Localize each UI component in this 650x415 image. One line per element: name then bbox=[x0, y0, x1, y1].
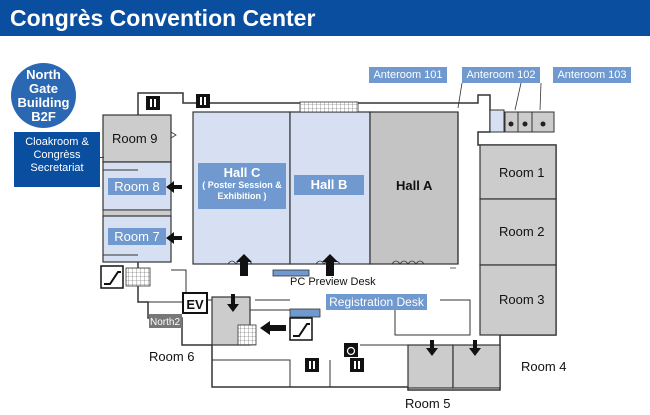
hall-a-label: Hall A bbox=[396, 178, 433, 193]
building-badge: North Gate Building B2F bbox=[11, 63, 76, 128]
room-4-label: Room 4 bbox=[521, 359, 567, 374]
building-line-2: Building bbox=[17, 95, 70, 110]
registration-desk-label: Registration Desk bbox=[326, 294, 427, 310]
cloakroom-label: Cloakroom & Congrèss Secretariat bbox=[14, 132, 100, 187]
arrow-icon bbox=[166, 181, 481, 356]
room-1-label: Room 1 bbox=[499, 165, 545, 180]
north2-label: North2 bbox=[150, 317, 180, 328]
pc-preview-desk-shape bbox=[272, 269, 310, 277]
restroom-icon bbox=[350, 358, 364, 372]
anteroom-101-label: Anteroom 101 bbox=[369, 67, 447, 83]
hall-a[interactable] bbox=[369, 111, 459, 265]
north2-box bbox=[149, 314, 182, 328]
header-bar: Congrès Convention Center bbox=[0, 0, 650, 36]
room-2[interactable] bbox=[479, 198, 557, 266]
hall-c-sub-1: ( Poster Session & bbox=[202, 180, 282, 190]
registration-desk-shape bbox=[289, 308, 321, 318]
anteroom-103-label: Anteroom 103 bbox=[553, 67, 631, 83]
room-3-label: Room 3 bbox=[499, 292, 545, 307]
escalator-icon bbox=[289, 317, 313, 341]
pc-preview-desk-label: PC Preview Desk bbox=[290, 276, 376, 288]
building-line-1: North Gate bbox=[26, 67, 61, 96]
cloakroom-pointer bbox=[100, 157, 104, 158]
room-7-label: Room 7 bbox=[108, 228, 166, 245]
hall-c-sub-2: Exhibition ) bbox=[217, 191, 267, 201]
escalator-icon bbox=[100, 265, 124, 289]
page-title: Congrès Convention Center bbox=[10, 5, 316, 31]
anteroom-102-label: Anteroom 102 bbox=[462, 67, 540, 83]
stairs bbox=[237, 324, 257, 346]
hall-c-label: Hall C ( Poster Session & Exhibition ) bbox=[198, 163, 286, 209]
stairs bbox=[299, 101, 359, 113]
stairs bbox=[125, 267, 151, 287]
room-3[interactable] bbox=[479, 264, 557, 336]
hall-b-label: Hall B bbox=[294, 175, 364, 195]
room-5-label: Room 5 bbox=[405, 396, 451, 411]
room-6-label: Room 6 bbox=[149, 349, 195, 364]
room-9-label: Room 9 bbox=[112, 131, 158, 146]
room-2-label: Room 2 bbox=[499, 224, 545, 239]
accessible-restroom-icon bbox=[344, 343, 358, 357]
room-9[interactable] bbox=[102, 114, 172, 163]
elevator-icon bbox=[182, 292, 208, 314]
anteroom-101-box[interactable] bbox=[489, 109, 505, 133]
restroom-icon bbox=[196, 94, 210, 108]
restroom-icon bbox=[305, 358, 319, 372]
cloak-strip bbox=[102, 209, 172, 217]
restroom-icon bbox=[146, 96, 160, 110]
ev-label: EV bbox=[186, 297, 204, 312]
hall-c-title: Hall C bbox=[223, 165, 261, 180]
building-line-3: B2F bbox=[31, 109, 56, 124]
room-8-label: Room 8 bbox=[108, 178, 166, 195]
